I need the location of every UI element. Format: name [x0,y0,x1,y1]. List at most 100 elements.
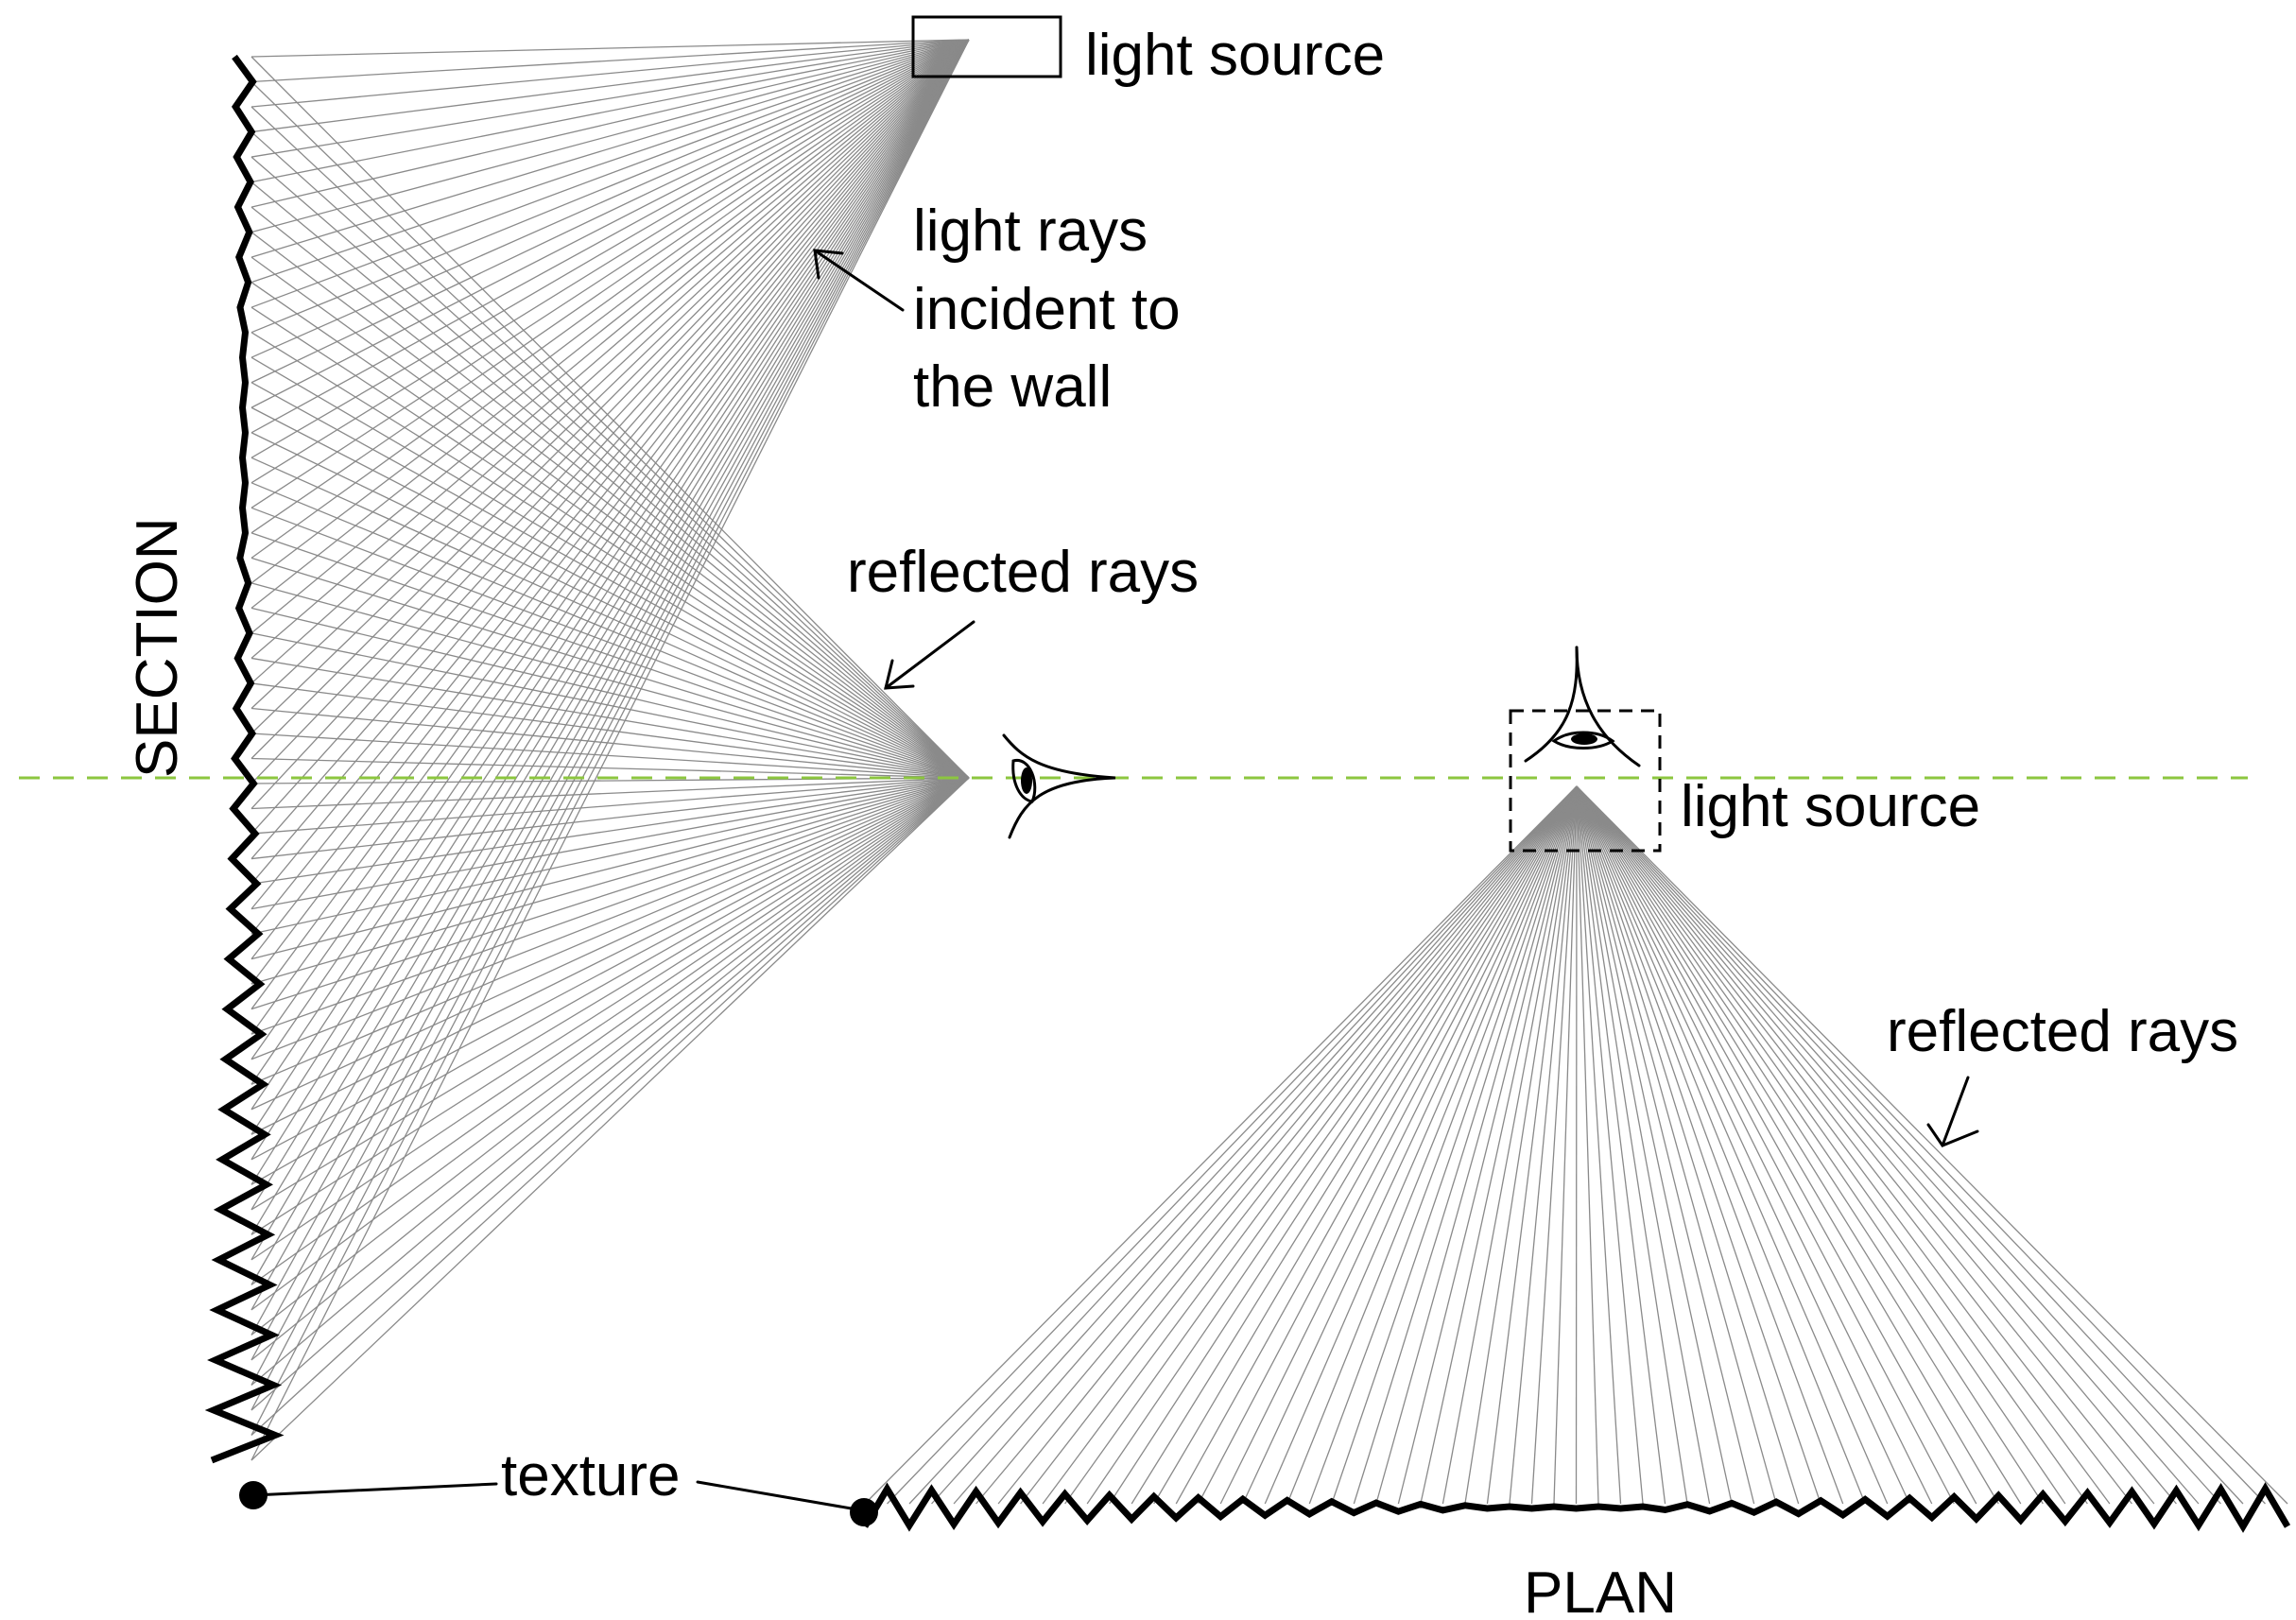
section-reflected-ray [250,777,970,1135]
incident-light-rays [250,39,970,1461]
incident-ray [250,39,970,885]
plan-textured-wall [861,1482,2291,1533]
incident-ray [250,39,970,1461]
plan-reflected-ray [1576,785,1666,1505]
section-reflected-ray [250,777,970,985]
incident-ray [250,39,970,258]
section-reflected-ray [250,777,970,1035]
section-reflected-ray [250,632,970,779]
section-reflected-ray [250,777,970,1386]
section-reflected-ray [250,657,970,779]
incident-ray [250,39,970,634]
plan-eye-icon [1524,646,1641,767]
plan-reflected-ray [1576,785,2288,1505]
plan-reflected-ray [908,785,1578,1505]
plan-light-source-dashed-box [1509,709,1662,853]
plan-reflected-ray [1576,785,1599,1505]
section-reflected-ray [250,131,970,779]
incident-ray [250,39,970,1285]
plan-reflected-ray [975,785,1578,1505]
section-reflected-ray [250,382,970,779]
plan-light-source-label: light source [1681,774,1980,839]
plan-reflected-ray [1464,785,1578,1505]
plan-reflected-ray [1576,785,2088,1505]
incident-ray [250,39,970,284]
incident-ray [250,39,970,458]
incident-rays-label-line1: light rays [913,198,1148,264]
plan-reflected-ray [1286,785,1578,1505]
plan-reflected-ray [1308,785,1578,1505]
section-reflected-ray [250,777,970,860]
plan-reflected-ray [1576,785,2221,1505]
incident-ray [250,39,970,1261]
incident-ray [250,39,970,1211]
plan-reflected-ray [1576,785,2177,1505]
plan-reflected-ray [1109,785,1578,1505]
plan-reflected-ray [1441,785,1578,1505]
plan-title: PLAN [1524,1560,1677,1620]
section-light-source-label: light source [1085,23,1385,88]
plan-reflected-ray [1576,785,1688,1505]
section-reflected-ray [250,557,970,779]
section-reflected-ray [250,482,970,779]
incident-ray [250,39,970,935]
plan-reflected-ray [1576,785,2200,1505]
section-reflected-ray [250,256,970,779]
section-reflected-ray [250,777,970,1010]
incident-ray [250,39,970,83]
incident-ray [250,39,970,384]
plan-reflected-ray [1353,785,1578,1505]
section-reflected-ray [250,432,970,779]
incident-ray [250,39,970,1135]
plan-reflected-ray [1576,785,2111,1505]
plan-reflected-rays-arrow [1926,1076,1979,1147]
plan-reflected-ray [953,785,1578,1505]
incident-ray [250,39,970,1336]
incident-ray [250,39,970,584]
incident-ray [250,39,970,659]
incident-ray [250,39,970,1361]
plan-reflected-ray [1576,785,2022,1505]
plan-reflected-ray [1576,785,1644,1505]
incident-ray [250,39,970,508]
incident-rays-label-line3: the wall [913,354,1112,420]
incident-ray [250,39,970,1010]
section-reflected-ray [250,777,970,960]
plan-reflected-ray [1020,785,1578,1505]
plan-reflected-ray [1575,785,1578,1505]
plan-reflected-ray [1198,785,1578,1505]
plan-reflected-ray [1576,785,1866,1505]
plan-reflected-ray [1576,785,2132,1505]
incident-ray [250,39,970,108]
incident-ray [250,39,970,1411]
plan-reflected-ray [1576,785,2066,1505]
section-reflected-ray [250,332,970,779]
section-reflected-ray [250,777,970,835]
incident-ray [250,39,970,534]
incident-ray [250,39,970,58]
section-reflected-ray [250,81,970,779]
plan-reflected-ray [1576,785,1733,1505]
plan-reflected-ray [1576,785,2244,1505]
section-reflected-rays [250,56,970,1461]
section-reflected-ray [250,777,970,885]
plan-reflected-ray [997,785,1578,1505]
section-reflected-rays-arrow [884,620,975,690]
plan-reflected-rays [864,785,2288,1505]
incident-ray [250,39,970,408]
incident-ray [250,39,970,734]
plan-reflected-ray [1576,785,1955,1505]
plan-reflected-ray [1576,785,1933,1505]
section-light-source-box [911,15,1062,78]
plan-reflected-ray [1219,785,1578,1505]
section-reflected-ray [250,777,970,1235]
plan-reflected-ray [1264,785,1578,1505]
incident-ray [250,39,970,434]
incident-ray [250,39,970,334]
incident-ray [250,39,970,784]
plan-reflected-ray [1086,785,1578,1505]
incident-ray [250,39,970,1035]
section-reflected-ray [250,282,970,779]
plan-reflected-ray [1064,785,1578,1505]
section-reflected-ray [250,306,970,779]
